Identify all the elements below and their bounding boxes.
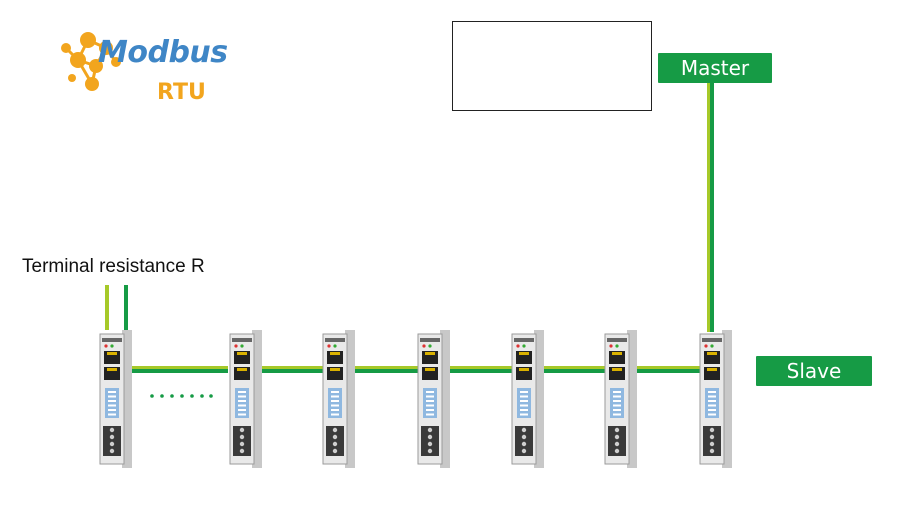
slave-device: [229, 330, 262, 468]
slave-label: Slave: [756, 356, 872, 386]
modbus-logo-subtitle: RTU: [157, 80, 206, 105]
bus-segment: [132, 369, 228, 373]
bus-segment: [355, 369, 418, 373]
slave-devices: [99, 330, 732, 468]
slave-device: [322, 330, 355, 468]
bus-segment: [262, 366, 323, 369]
terminal-resistance-label: Terminal resistance R: [22, 256, 205, 277]
bus-segment: [262, 369, 323, 373]
slave-device: [511, 330, 544, 468]
modbus-logo-icon: [61, 32, 121, 91]
master-label: Master: [658, 53, 772, 83]
bus-segment: [637, 369, 700, 373]
master-device-box: [452, 21, 652, 111]
slave-device: [604, 330, 637, 468]
bus-segment: [450, 366, 512, 369]
terminal-resistor-wires: [105, 285, 128, 330]
modbus-logo-text: Modbus: [98, 35, 228, 70]
bus-segment: [450, 369, 512, 373]
slave-device: [99, 330, 132, 468]
continuation-dots: [150, 394, 213, 398]
bus-segment: [132, 366, 228, 369]
bus-segment: [355, 366, 418, 369]
bus-segment: [637, 366, 700, 369]
bus-segment: [544, 366, 605, 369]
slave-device: [699, 330, 732, 468]
slave-device: [417, 330, 450, 468]
bus-line: [132, 366, 700, 373]
bus-segment: [544, 369, 605, 373]
master-cable: [707, 83, 714, 332]
